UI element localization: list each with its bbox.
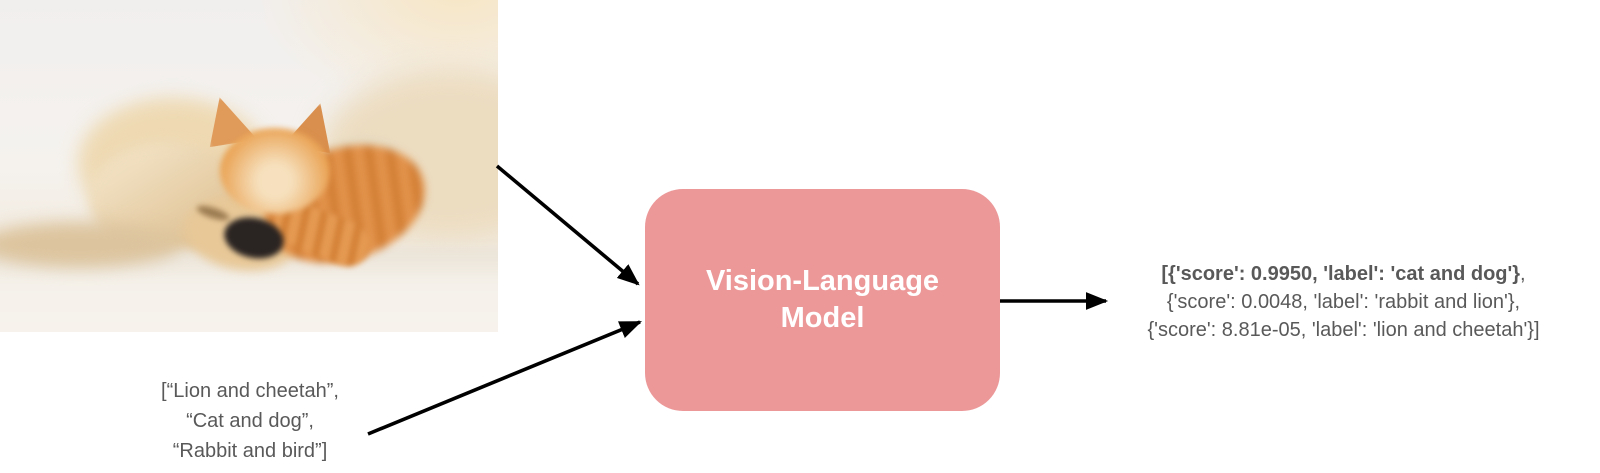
input-image-puppy-kitten-photo	[0, 0, 498, 332]
candidate-label-line: [“Lion and cheetah”,	[161, 380, 339, 402]
kitten-head-shape	[220, 128, 330, 214]
arrow-image-to-model	[495, 164, 640, 286]
candidate-label-line: “Rabbit and bird”]	[172, 440, 328, 462]
model-box-label-line2: Model	[780, 302, 865, 334]
model-box-label-line1: Vision-Language	[705, 265, 940, 297]
arrow-labels-to-model	[367, 320, 642, 436]
candidate-labels-list: [“Lion and cheetah”, “Cat and dog”, “Rab…	[105, 376, 395, 466]
output-line-third-score: {'score': 8.81e-05, 'label': 'lion and c…	[1147, 319, 1540, 341]
output-line-top-score: [{'score': 0.9950, 'label': 'cat and dog…	[1086, 260, 1600, 288]
output-line-second-score: {'score': 0.0048, 'label': 'rabbit and l…	[1166, 291, 1521, 313]
candidate-label-line: “Cat and dog”,	[186, 410, 314, 432]
model-output-scores: [{'score': 0.9950, 'label': 'cat and dog…	[1086, 260, 1600, 344]
output-top-score-comma: ,	[1520, 263, 1526, 285]
vision-language-model-box: Vision-Language Model	[645, 189, 1000, 411]
output-top-score-bold: [{'score': 0.9950, 'label': 'cat and dog…	[1161, 263, 1521, 285]
puppy-paws-shape	[0, 222, 180, 267]
